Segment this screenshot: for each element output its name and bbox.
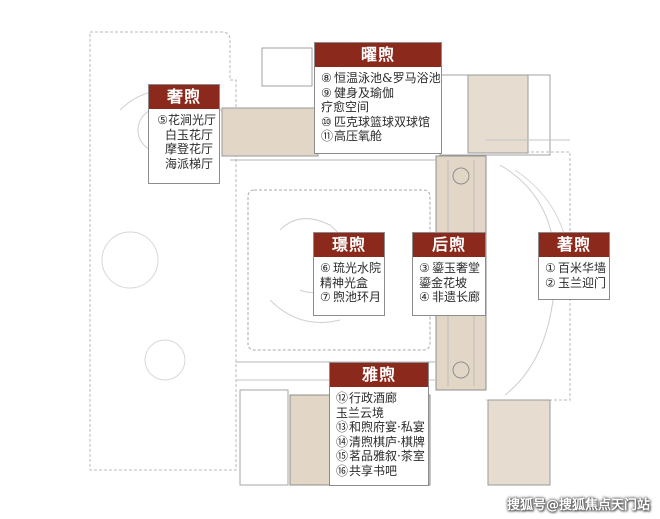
item-label: 琉光水院 [333, 261, 382, 275]
item-label: 鎏玉奢堂 [432, 261, 481, 275]
corridor-feature [452, 167, 470, 185]
courtyard-pattern [269, 299, 341, 323]
garden-circle [101, 231, 159, 289]
list-item: 疗愈空间 [321, 100, 435, 115]
item-number: ⑨ [321, 85, 332, 100]
item-number: ⑬ [336, 420, 349, 434]
item-label: 玉兰云境 [336, 405, 385, 420]
item-number: ⑭ [336, 434, 349, 449]
zone-title: 曜煦 [315, 43, 441, 67]
item-label: 行政酒廊 [349, 391, 398, 405]
item-label: 煦池环月 [333, 290, 382, 304]
zone-title: 奢煦 [149, 85, 219, 109]
item-label: 白玉花厅 [164, 127, 213, 142]
item-number: ⑪ [321, 129, 334, 143]
item-label: 疗愈空间 [321, 100, 370, 114]
building-bottom-left [239, 389, 289, 486]
item-label: 鎏金花坡 [419, 275, 468, 290]
building-top-corner [261, 47, 313, 87]
item-label: 茗品雅叙·茶室 [349, 449, 425, 463]
list-item: 摩登花厅 [155, 142, 213, 157]
list-item: 海派梯厅 [155, 157, 213, 172]
item-label: 和煦府宴·私宴 [349, 420, 425, 434]
item-number: ② [545, 275, 556, 290]
item-number: ⑤ [157, 113, 168, 127]
item-label: 玉兰迎门 [558, 275, 607, 290]
list-item: ⑫行政酒廊 [336, 391, 422, 406]
central-courtyard [247, 189, 431, 351]
building-bottom-right [487, 399, 551, 486]
item-number: ⑮ [336, 449, 349, 463]
zone-title: 后煦 [413, 233, 485, 257]
list-item: ⑬和煦府宴·私宴 [336, 420, 425, 435]
item-number: ⑥ [320, 261, 331, 275]
garden-circle [144, 339, 186, 381]
corridor-feature [452, 361, 470, 379]
item-number: ⑫ [336, 391, 349, 405]
item-number: ⑩ [321, 114, 332, 129]
site-boundary-left [89, 31, 237, 471]
item-number: ⑧ [321, 71, 332, 85]
item-number: ⑦ [320, 290, 331, 304]
item-label: 高压氧舱 [334, 129, 383, 143]
list-item: ⑤花涧光厅 [155, 113, 217, 128]
list-item: ⑪高压氧舱 [321, 129, 435, 144]
item-label: 匹克球篮球双球馆 [334, 114, 431, 129]
item-label: 非遗长廊 [432, 290, 481, 304]
list-item: 玉兰云境 [336, 406, 422, 421]
list-item: ⑮茗品雅叙·茶室 [336, 449, 425, 464]
item-label: 花涧光厅 [168, 113, 217, 127]
zone-title: 璟煦 [314, 233, 384, 257]
item-label: 清煦棋庐·棋牌 [349, 434, 425, 449]
item-label: 共享书吧 [349, 463, 398, 478]
zone-title: 雅煦 [330, 363, 428, 387]
item-label: 健身及瑜伽 [334, 85, 395, 100]
watermark: 搜狐号@搜狐焦点天门站 [506, 498, 650, 513]
item-number: ③ [419, 261, 430, 275]
item-label: 海派梯厅 [164, 156, 213, 171]
item-label: 精神光盒 [320, 275, 369, 290]
item-number: ④ [419, 290, 430, 304]
building-top [221, 107, 319, 157]
zone-she: 奢煦 ⑤花涧光厅白玉花厅摩登花厅海派梯厅 [148, 84, 220, 184]
item-label: 恒温泳池&罗马浴池 [334, 71, 441, 85]
list-item: 白玉花厅 [155, 128, 213, 143]
item-number: ⑯ [336, 463, 349, 478]
list-item: 精神光盒 [320, 276, 378, 291]
zone-title: 著煦 [539, 233, 609, 257]
zone-list: ⑤花涧光厅白玉花厅摩登花厅海派梯厅 [149, 109, 219, 174]
building-top-right-wing [467, 74, 529, 154]
list-item: ⑯共享书吧 [336, 464, 422, 479]
list-item: 鎏金花坡 [419, 276, 479, 291]
list-item: ⑭清煦棋庐·棋牌 [336, 434, 425, 450]
item-label: 百米华墙 [558, 261, 607, 275]
item-label: 摩登花厅 [164, 142, 213, 156]
item-number: ① [545, 261, 556, 275]
